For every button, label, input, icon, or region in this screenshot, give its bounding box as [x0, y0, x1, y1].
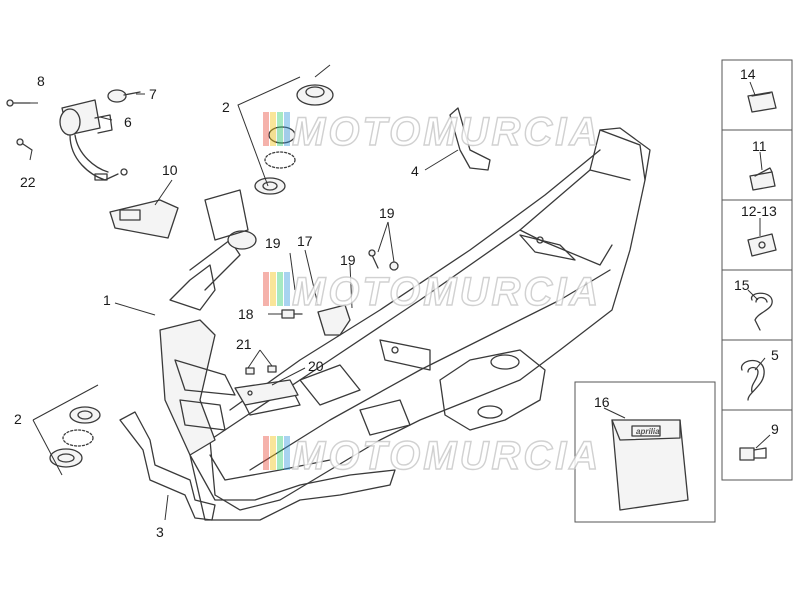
frame[interactable]	[189, 127, 651, 521]
callout-20: 20	[308, 358, 324, 374]
leader-lines	[29, 64, 771, 521]
callout-6: 6	[124, 114, 132, 130]
callout-5: 5	[771, 347, 779, 363]
watermark-text-top: MOTOMURCIA	[292, 110, 601, 154]
lower-bearing-set[interactable]	[49, 406, 101, 468]
screws-19[interactable]	[368, 249, 399, 271]
watermark-top: MOTOMURCIA	[263, 109, 601, 155]
callout-12-13: 12-13	[741, 203, 777, 219]
lower-bracket[interactable]	[119, 411, 216, 521]
bag-logo-text: aprilia	[636, 427, 660, 436]
callout-19-right: 19	[379, 205, 395, 221]
callout-8: 8	[37, 73, 45, 89]
callout-1: 1	[103, 292, 111, 308]
parts-box-15[interactable]	[721, 269, 793, 341]
screw-8[interactable]	[6, 99, 31, 107]
switch-bracket[interactable]	[109, 199, 179, 239]
sensor-bracket[interactable]	[317, 304, 351, 336]
callout-16: 16	[594, 394, 610, 410]
parts-box-5[interactable]	[721, 339, 793, 411]
callout-7: 7	[149, 86, 157, 102]
parts-box-14[interactable]	[721, 59, 793, 131]
callout-9: 9	[771, 421, 779, 437]
callout-labels: 1 2 2 3 4 5 6 7 8 9 10 11 12-13 14 15 16…	[14, 66, 779, 540]
callout-15: 15	[734, 277, 750, 293]
callout-11: 11	[752, 138, 767, 154]
parts-box-11[interactable]	[721, 129, 793, 201]
callout-18: 18	[238, 306, 254, 322]
callout-3: 3	[156, 524, 164, 540]
watermark-bottom: MOTOMURCIA	[263, 433, 601, 479]
parts-box-9[interactable]	[721, 409, 793, 481]
callout-2-lower: 2	[14, 411, 22, 427]
callout-19-left: 19	[265, 235, 281, 251]
ignition-switch-assembly[interactable]	[59, 99, 128, 181]
steering-head-tube[interactable]	[159, 189, 257, 456]
callout-22: 22	[20, 174, 36, 190]
clips-21[interactable]	[245, 365, 277, 375]
upper-bearing-set[interactable]	[254, 84, 334, 195]
bracket-part-4[interactable]	[449, 107, 491, 171]
parts-bag-box[interactable]: aprilia	[574, 381, 716, 523]
callout-14: 14	[740, 66, 756, 82]
callout-21: 21	[236, 336, 252, 352]
parts-box-12-13[interactable]	[721, 199, 793, 271]
watermark-middle: MOTOMURCIA	[263, 269, 601, 315]
callout-2-upper: 2	[222, 99, 230, 115]
ignition-key[interactable]	[107, 89, 141, 103]
callout-17: 17	[297, 233, 313, 249]
callout-4: 4	[411, 163, 419, 179]
watermark-text-middle: MOTOMURCIA	[292, 270, 601, 314]
screw-22[interactable]	[16, 138, 33, 151]
watermark-text-bottom: MOTOMURCIA	[292, 434, 601, 478]
plate-20[interactable]	[234, 379, 299, 406]
callout-19-middle: 19	[340, 252, 356, 268]
callout-10: 10	[162, 162, 178, 178]
